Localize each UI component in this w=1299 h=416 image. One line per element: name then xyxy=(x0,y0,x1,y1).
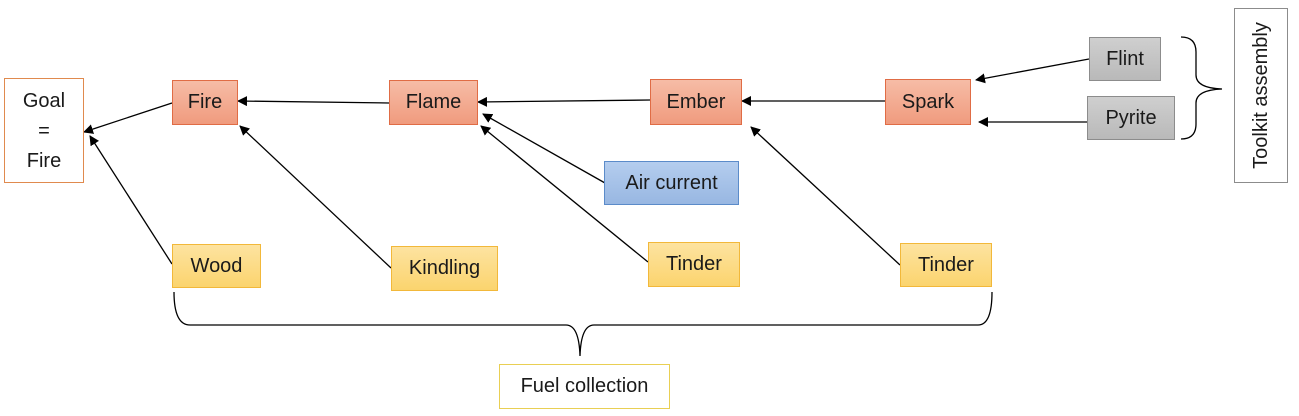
arrow-fire-to-goal xyxy=(83,102,173,134)
wood-node: Wood xyxy=(172,244,261,288)
spark-node: Spark xyxy=(885,79,971,125)
wood-label: Wood xyxy=(190,254,243,277)
goal-label: Goal xyxy=(22,89,66,112)
arrow-ember-to-flame xyxy=(477,96,651,107)
ember-node: Ember xyxy=(650,79,742,125)
fuel-collection-label-box: Fuel collection xyxy=(499,364,670,409)
air-current-label: Air current xyxy=(625,171,718,194)
goal-fire: Fire xyxy=(26,149,62,172)
arrow-flame-to-fire xyxy=(237,96,390,107)
arrow-flint-to-spark xyxy=(975,58,1090,84)
arrow-wood-to-goal xyxy=(89,135,173,265)
goal-equals: = xyxy=(38,119,50,142)
fuel-collection-brace xyxy=(173,291,993,357)
spark-label: Spark xyxy=(901,90,955,113)
flint-node: Flint xyxy=(1089,37,1161,81)
kindling-label: Kindling xyxy=(408,257,481,279)
kindling-node: Kindling xyxy=(391,246,498,291)
tinder-ember-label: Tinder xyxy=(918,253,974,276)
flame-node: Flame xyxy=(389,80,478,125)
pyrite-node: Pyrite xyxy=(1087,96,1175,140)
arrow-tinder-to-flame xyxy=(480,125,649,263)
fuel-collection-label: Fuel collection xyxy=(520,375,649,397)
arrow-air-to-flame xyxy=(482,113,606,184)
ember-label: Ember xyxy=(666,90,726,113)
tinder-ember-node: Tinder xyxy=(900,243,992,287)
flint-label: Flint xyxy=(1106,47,1144,70)
tinder-flame-node: Tinder xyxy=(648,242,740,287)
toolkit-assembly-label: Toolkit assembly xyxy=(1249,22,1272,169)
pyrite-label: Pyrite xyxy=(1105,106,1157,129)
fire-node: Fire xyxy=(172,80,238,125)
goal-node: Goal = Fire xyxy=(4,78,84,183)
toolkit-assembly-label-box: Toolkit assembly xyxy=(1234,8,1288,183)
fire-label: Fire xyxy=(187,91,223,113)
air-current-node: Air current xyxy=(604,161,739,205)
arrow-tinder-to-ember xyxy=(750,126,901,266)
arrow-kindling-to-fire xyxy=(239,125,392,269)
flame-label: Flame xyxy=(405,91,462,113)
toolkit-brace xyxy=(1180,36,1223,140)
tinder-flame-label: Tinder xyxy=(666,253,722,275)
